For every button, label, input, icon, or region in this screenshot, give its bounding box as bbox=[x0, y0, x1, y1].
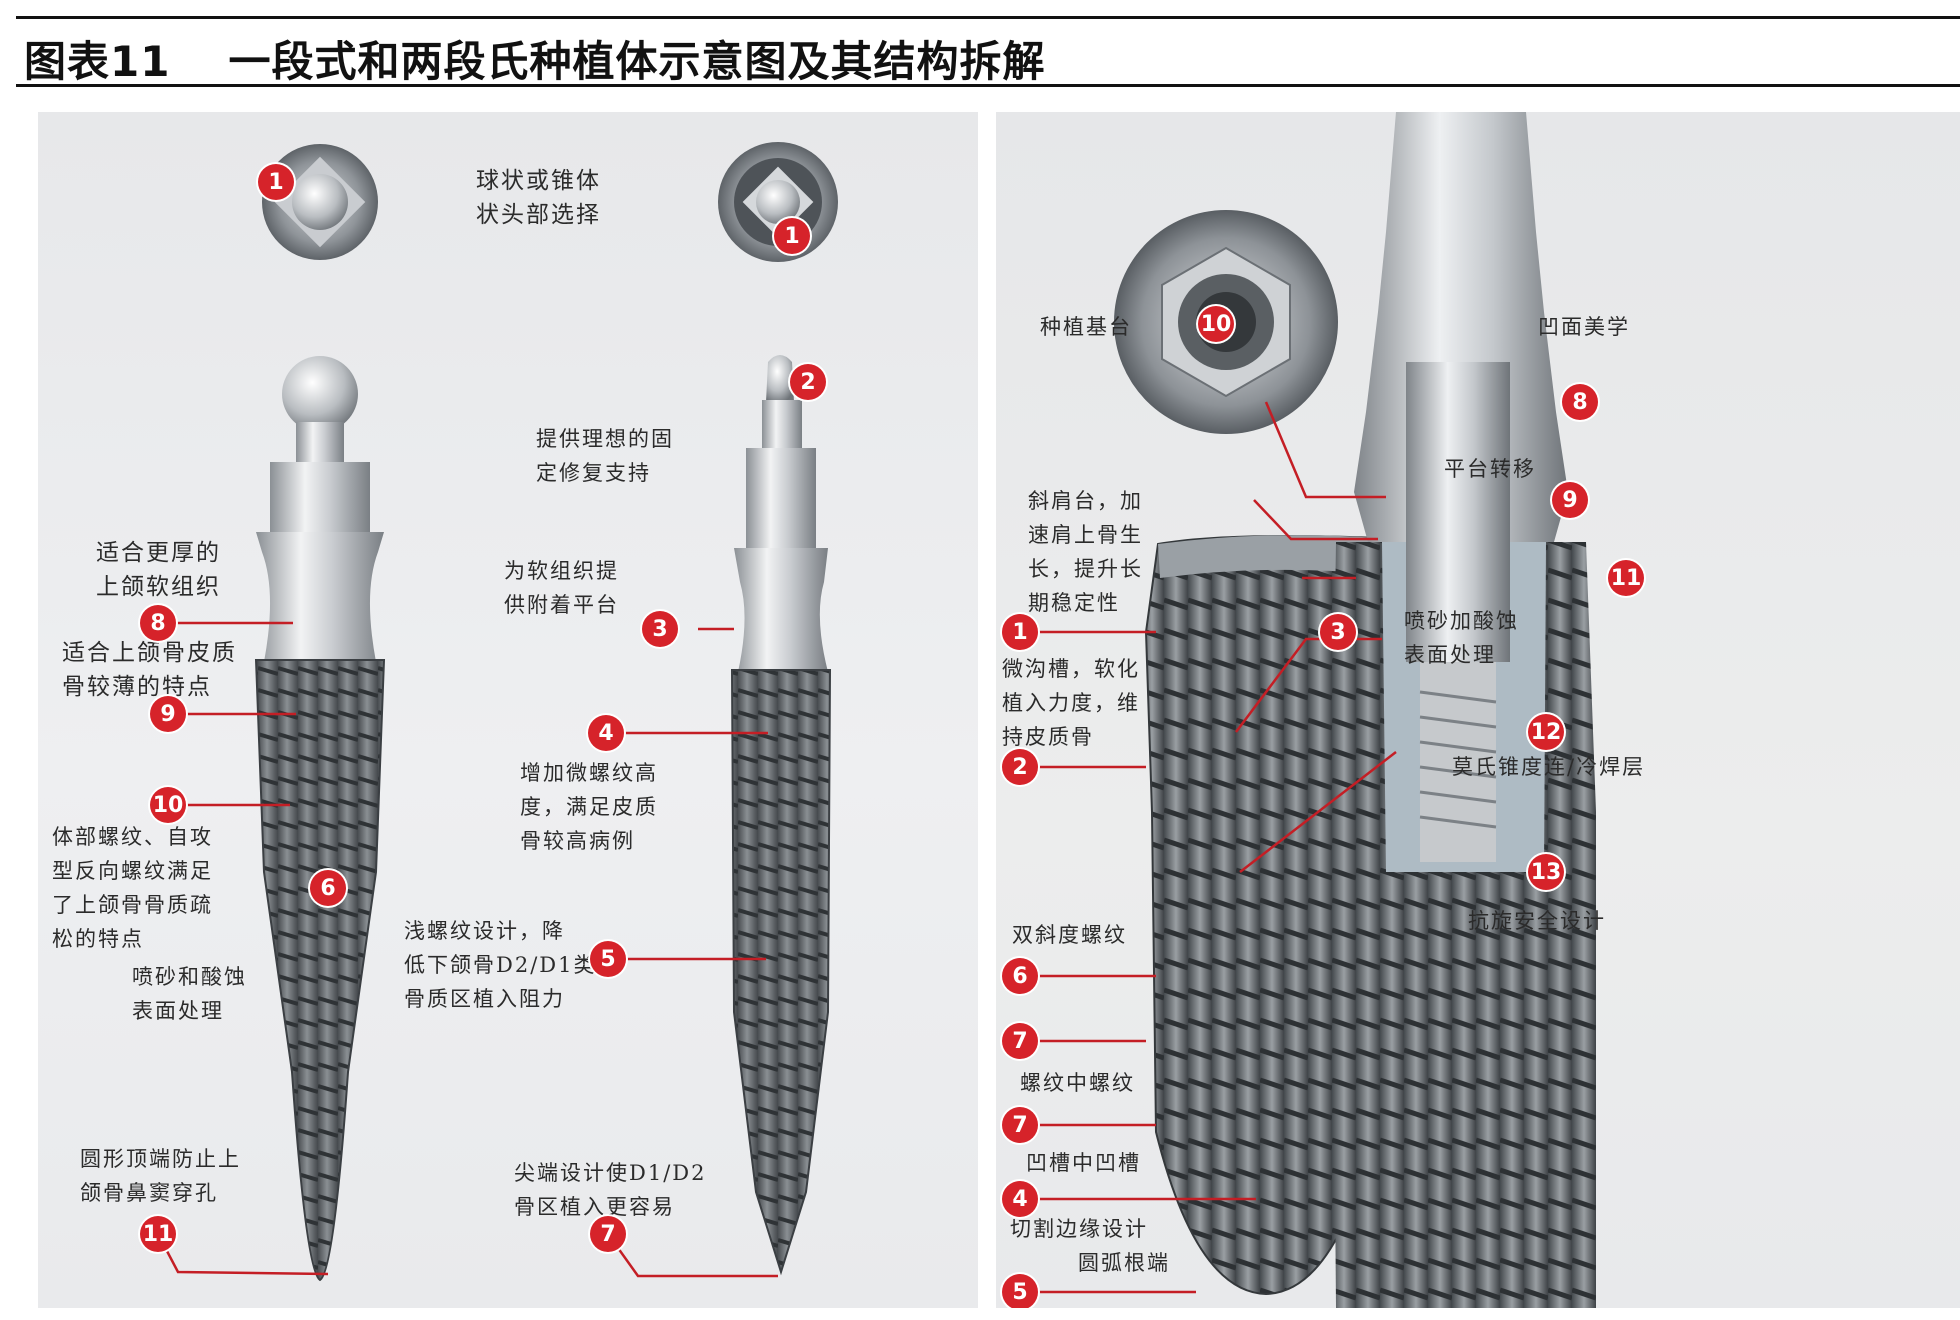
badge-7: 7 bbox=[590, 1216, 626, 1252]
badge-5: 5 bbox=[590, 941, 626, 977]
badge-r3: 3 bbox=[1320, 614, 1356, 650]
thin-cortical-label: 适合上颌骨皮质 骨较薄的特点 bbox=[62, 640, 237, 700]
soft-tissue-platform-label: 为软组织提 供附着平台 bbox=[504, 559, 619, 617]
badge-r12: 12 bbox=[1528, 714, 1564, 750]
badge-4: 4 bbox=[588, 715, 624, 751]
anti-rotation-label: 抗旋安全设计 bbox=[1468, 909, 1606, 933]
badge-r5: 5 bbox=[1002, 1274, 1038, 1308]
badge-r9: 9 bbox=[1552, 482, 1588, 518]
one-piece-implant-drawing bbox=[156, 142, 838, 1282]
badge-r1: 1 bbox=[1002, 614, 1038, 650]
shallow-thread-label: 浅螺纹设计，降 低下颌骨D2/D1类 骨质区植入阻力 bbox=[404, 919, 597, 1011]
abutment-cross-section bbox=[1332, 112, 1596, 1308]
morse-taper-label: 莫氏锥度连/冷焊层 bbox=[1452, 755, 1646, 779]
ball-head-implant bbox=[254, 356, 386, 1282]
implant-body bbox=[1144, 535, 1386, 1296]
badge-11: 11 bbox=[140, 1216, 176, 1252]
badge-1-cone: 1 bbox=[774, 218, 810, 254]
sandblast-acid-label: 喷砂加酸蚀 表面处理 bbox=[1404, 609, 1519, 667]
figure-number: 图表11 bbox=[24, 37, 171, 86]
right-leader-lines bbox=[1020, 401, 1397, 1294]
platform-switch-label: 平台转移 bbox=[1444, 457, 1536, 481]
micro-groove-label: 微沟槽，软化 植入力度，维 持皮质骨 bbox=[1002, 657, 1140, 749]
badge-r6: 6 bbox=[1002, 958, 1038, 994]
figure-caption: 一段式和两段氏种植体示意图及其结构拆解 bbox=[228, 37, 1046, 86]
thick-soft-tissue-label: 适合更厚的 上颌软组织 bbox=[96, 540, 221, 600]
head-choice-label: 球状或锥体 状头部选择 bbox=[476, 168, 601, 228]
pointed-apex-label: 尖端设计使D1/D2 骨区植入更容易 bbox=[514, 1161, 707, 1219]
badge-9: 9 bbox=[150, 696, 186, 732]
micro-thread-height-label: 增加微螺纹高 度，满足皮质 骨较高病例 bbox=[520, 761, 658, 853]
badge-r10: 10 bbox=[1198, 306, 1234, 342]
badge-r13: 13 bbox=[1528, 854, 1564, 890]
sandblast-etch-label: 喷砂和酸蚀 表面处理 bbox=[132, 965, 247, 1023]
badge-r8: 8 bbox=[1562, 384, 1598, 420]
badge-6: 6 bbox=[310, 870, 346, 906]
thread-in-thread-label: 螺纹中螺纹 bbox=[1020, 1071, 1135, 1095]
badge-1-ball: 1 bbox=[258, 164, 294, 200]
badge-8: 8 bbox=[140, 605, 176, 641]
body-thread-label: 体部螺纹、自攻 型反向螺纹满足 了上颌骨骨质疏 松的特点 bbox=[52, 825, 213, 951]
ball-head-top-view bbox=[262, 144, 378, 260]
badge-r2: 2 bbox=[1002, 749, 1038, 785]
concave-aesthetics-label: 凹面美学 bbox=[1538, 315, 1630, 339]
top-rule bbox=[16, 16, 1960, 19]
abutment-label: 种植基台 bbox=[1040, 315, 1132, 339]
badge-r7b: 7 bbox=[1002, 1107, 1038, 1143]
round-root-label: 圆弧根端 bbox=[1078, 1251, 1170, 1275]
title-rule bbox=[16, 84, 1960, 87]
badge-r7a: 7 bbox=[1002, 1023, 1038, 1059]
badge-2: 2 bbox=[790, 364, 826, 400]
figure-title: 图表11 一段式和两段氏种植体示意图及其结构拆解 bbox=[24, 28, 1045, 89]
cone-head-implant bbox=[730, 355, 832, 1276]
ideal-support-label: 提供理想的固 定修复支持 bbox=[536, 427, 674, 485]
badge-r11: 11 bbox=[1608, 560, 1644, 596]
two-piece-implant-drawing bbox=[1020, 112, 1596, 1308]
one-piece-implant-panel: 球状或锥体 状头部选择 提供理想的固 定修复支持 适合更厚的 上颌软组织 为软组… bbox=[38, 112, 978, 1308]
badge-3: 3 bbox=[642, 611, 678, 647]
cutting-edge-label: 切割边缘设计 bbox=[1010, 1217, 1148, 1241]
two-piece-implant-panel: 种植基台 凹面美学 平台转移 斜肩台，加 速肩上骨生 长，提升长 期稳定性 喷砂… bbox=[996, 112, 1960, 1308]
badge-10: 10 bbox=[150, 787, 186, 823]
round-apex-label: 圆形顶端防止上 颌骨鼻窦穿孔 bbox=[80, 1147, 241, 1205]
double-taper-label: 双斜度螺纹 bbox=[1012, 923, 1127, 947]
badge-r4: 4 bbox=[1002, 1181, 1038, 1217]
bevel-shoulder-label: 斜肩台，加 速肩上骨生 长，提升长 期稳定性 bbox=[1028, 489, 1143, 615]
groove-in-groove-label: 凹槽中凹槽 bbox=[1026, 1151, 1141, 1175]
